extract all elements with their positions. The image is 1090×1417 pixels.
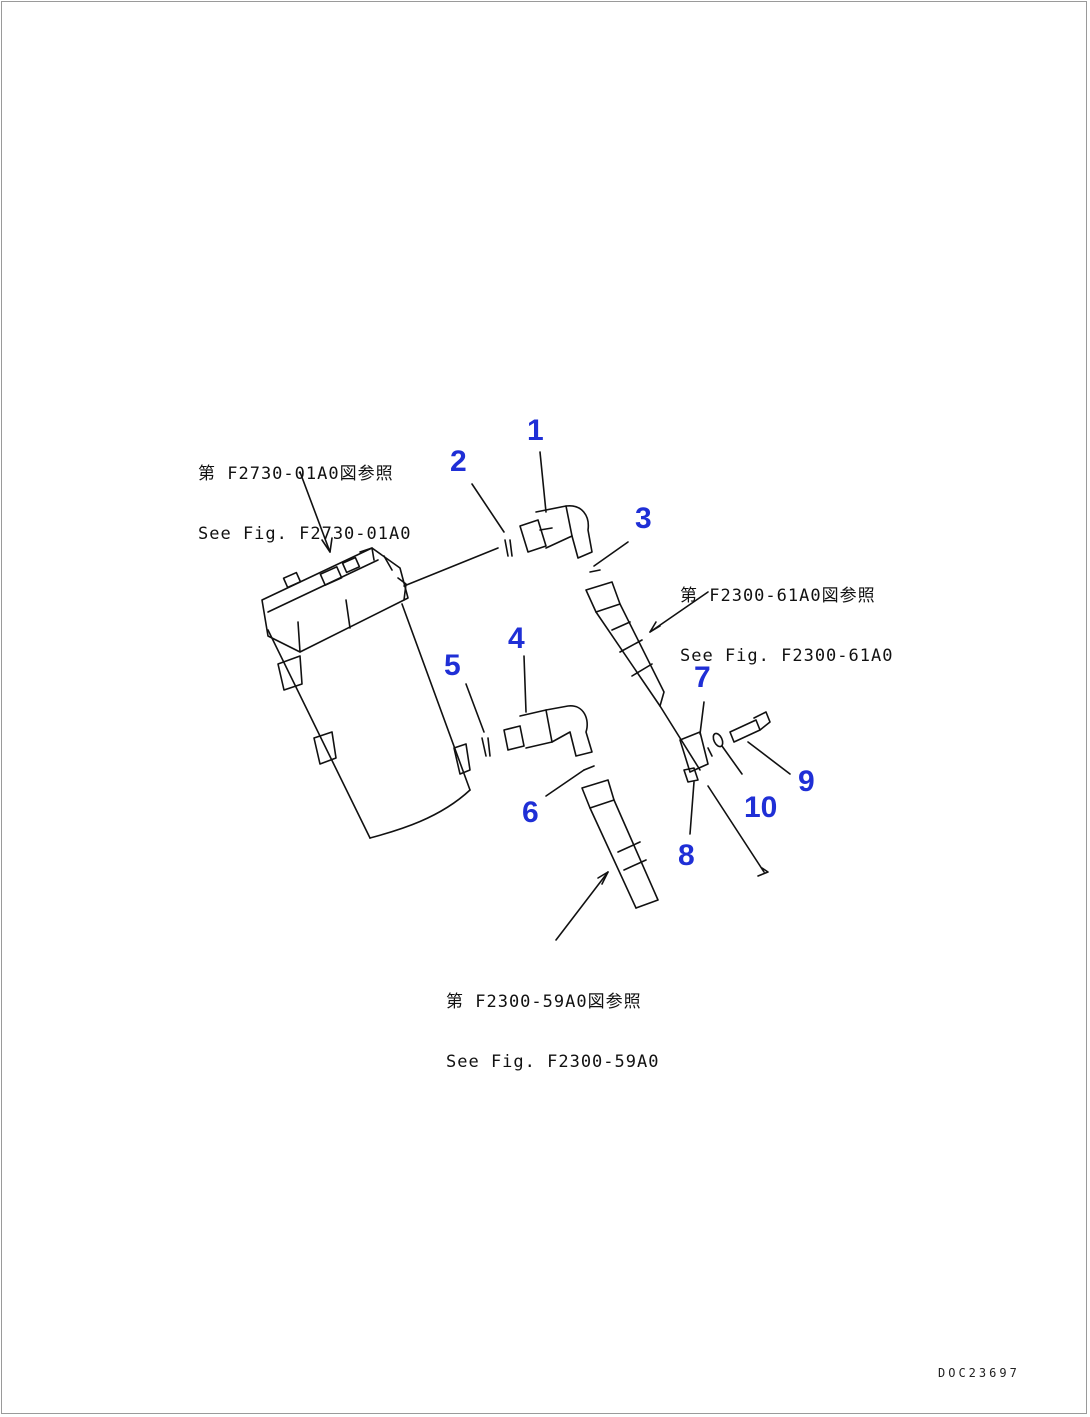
leader-10 [721, 745, 743, 775]
ref-note-right-line2: See Fig. F2300-61A0 [680, 646, 894, 666]
callout-5[interactable]: 5 [444, 649, 461, 682]
callout-7[interactable]: 7 [694, 661, 711, 694]
callout-1[interactable]: 1 [527, 414, 544, 447]
o-ring-6 [583, 765, 595, 771]
hose-lower [581, 779, 659, 909]
bolt-9 [729, 711, 771, 743]
elbow-fitting-4 [503, 705, 593, 757]
ref-note-right-line1: 第 F2300-61A0図参照 [680, 586, 876, 606]
ref-note-top-left-line1: 第 F2730-01A0図参照 [198, 464, 394, 484]
filter-tank [261, 547, 471, 839]
callout-3[interactable]: 3 [635, 502, 652, 535]
leader-9 [747, 741, 791, 775]
callout-8[interactable]: 8 [678, 839, 695, 872]
hose-upper [585, 581, 701, 771]
ref-note-bottom-line2: See Fig. F2300-59A0 [446, 1052, 660, 1072]
leader-8 [689, 781, 695, 835]
o-ring-5 [481, 737, 491, 757]
callout-9[interactable]: 9 [798, 765, 815, 798]
leader-7 [699, 701, 705, 735]
callout-2[interactable]: 2 [450, 445, 467, 478]
o-ring-2 [504, 539, 513, 557]
ref-note-bottom: 第 F2300-59A0図参照 See Fig. F2300-59A0 [446, 952, 659, 1092]
elbow-fitting-1 [519, 505, 593, 559]
clamp-7 [679, 731, 713, 783]
document-id: DOC23697 [938, 1366, 1020, 1380]
leader-6 [545, 769, 585, 797]
leader-2 [471, 483, 505, 533]
callout-10[interactable]: 10 [744, 791, 778, 824]
leader-4 [523, 655, 527, 713]
leader-5 [465, 683, 485, 733]
callout-4[interactable]: 4 [508, 622, 525, 655]
ref-note-right: 第 F2300-61A0図参照 See Fig. F2300-61A0 [680, 546, 893, 686]
callout-6[interactable]: 6 [522, 796, 539, 829]
ref-note-top-left-line2: See Fig. F2730-01A0 [198, 524, 412, 544]
leader-ref-top-left [299, 471, 331, 553]
ref-note-top-left: 第 F2730-01A0図参照 See Fig. F2730-01A0 [198, 424, 411, 564]
hose-line-1 [403, 547, 499, 587]
bolt-8-line [707, 785, 769, 877]
ref-note-bottom-line1: 第 F2300-59A0図参照 [446, 992, 642, 1012]
leader-3 [593, 541, 629, 567]
leader-ref-bottom [555, 871, 609, 941]
leader-1 [539, 451, 547, 513]
washer-10 [712, 732, 724, 748]
o-ring-3 [589, 569, 601, 573]
